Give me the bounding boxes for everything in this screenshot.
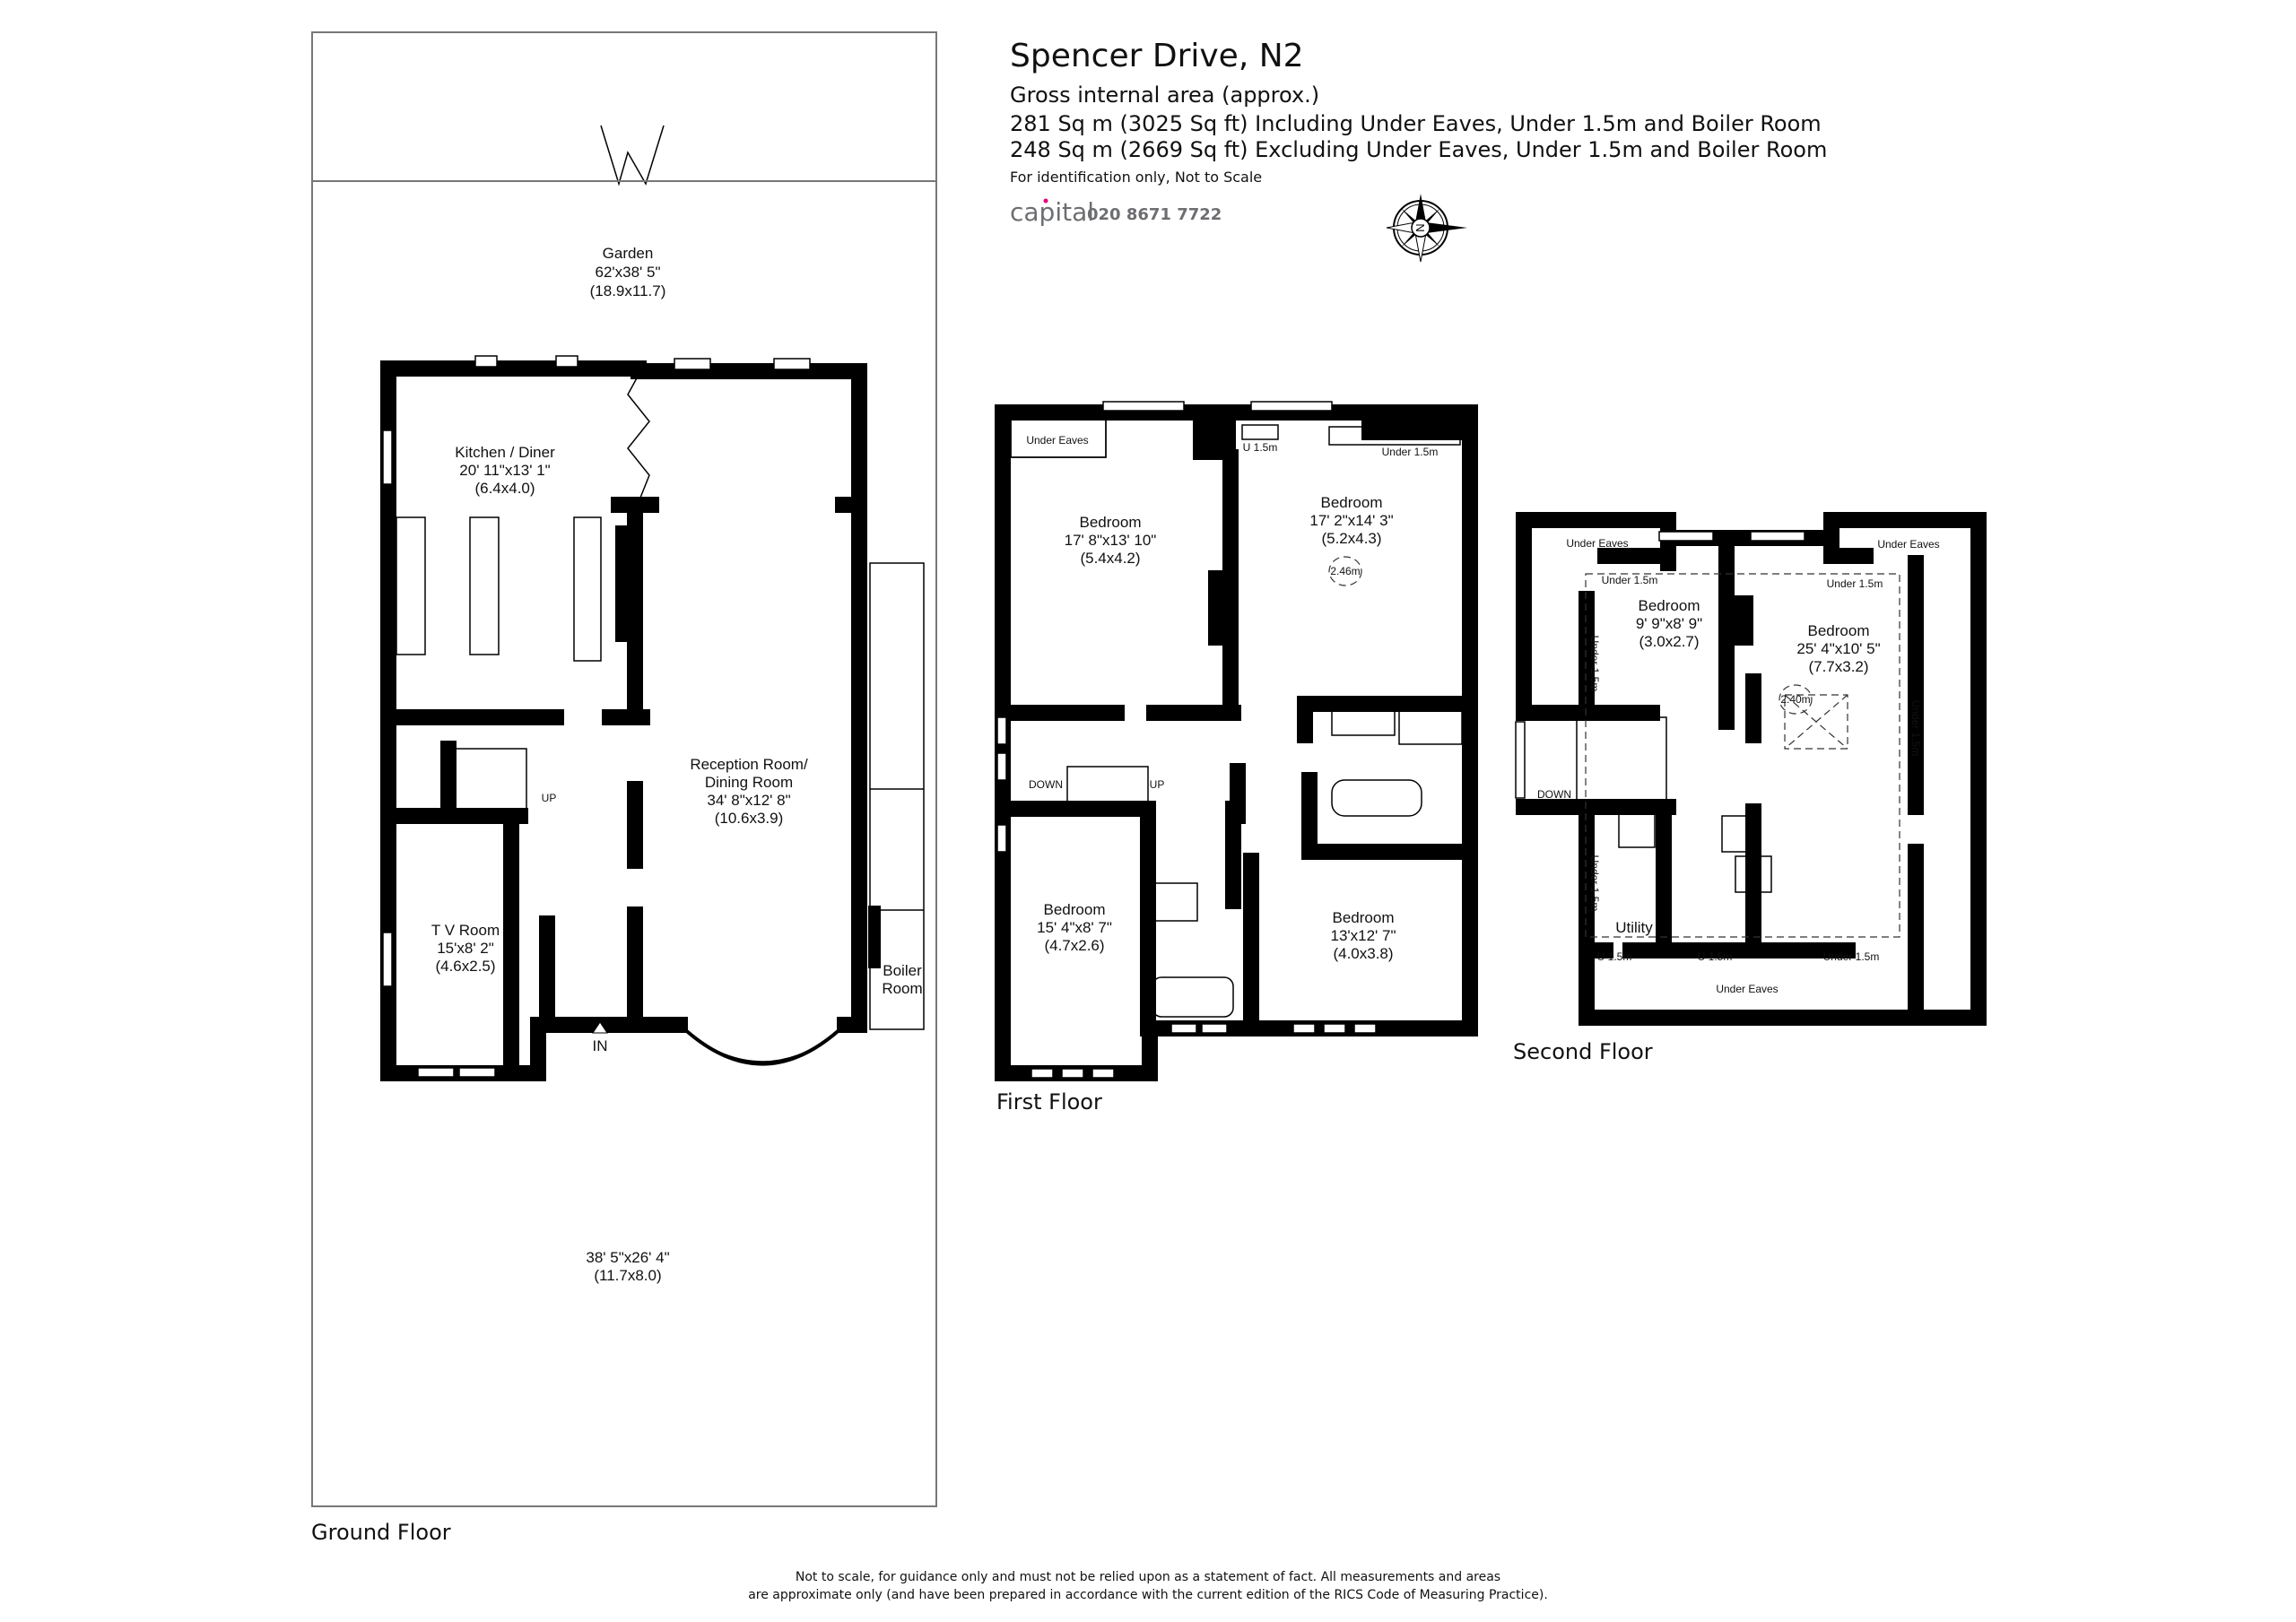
sf-stairs-down: DOWN	[1537, 788, 1571, 801]
garden-imperial: 62'x38' 5"	[595, 264, 660, 281]
ff-bedroom3-metric: (4.7x2.6)	[1044, 937, 1104, 954]
garden-metric: (18.9x11.7)	[590, 282, 666, 299]
entrance-label: IN	[593, 1037, 608, 1054]
stairs-up-label: UP	[542, 792, 557, 804]
kitchen-name: Kitchen / Diner	[455, 444, 555, 461]
plot-boundary	[311, 31, 937, 1507]
logo-accent-dot	[1043, 198, 1048, 204]
second-floor-label: Second Floor	[1513, 1039, 1653, 1064]
area-excluding: 248 Sq m (2669 Sq ft) Excluding Under Ea…	[1010, 137, 1827, 162]
phone-number: 020 8671 7722	[1087, 205, 1222, 224]
sf-utility: Utility	[1615, 919, 1653, 936]
sf-under15-right: Under 1.5m	[1909, 700, 1922, 757]
capital-logo: capital 020 8671 7722	[1010, 197, 1222, 227]
gia-heading: Gross internal area (approx.)	[1010, 82, 1319, 108]
ff-bedroom2-metric: (5.2x4.3)	[1321, 530, 1381, 547]
ff-stairs-down: DOWN	[1029, 778, 1063, 791]
sf-bedroom2-height: 2.40m	[1780, 693, 1810, 706]
sf-bedroom2-name: Bedroom	[1808, 622, 1870, 639]
ground-floor-label: Ground Floor	[311, 1520, 451, 1545]
svg-text:N: N	[1413, 223, 1427, 231]
ff-stairs-up: UP	[1150, 778, 1165, 791]
header: Spencer Drive, N2 Gross internal area (a…	[1010, 38, 1827, 263]
ff-u15: U 1.5m	[1243, 441, 1278, 454]
sf-under15-top-left: Under 1.5m	[1602, 574, 1658, 586]
reception-name-2: Dining Room	[705, 774, 793, 791]
tv-room-imperial: 15'x8' 2"	[437, 940, 494, 957]
boiler-room-name-2: Room	[882, 980, 922, 997]
reception-imperial: 34' 8"x12' 8"	[707, 792, 790, 809]
sf-under15-top-right: Under 1.5m	[1827, 577, 1883, 590]
ground-walls	[380, 355, 925, 1081]
entrance-arrow-icon	[592, 1021, 608, 1034]
ff-bedroom1-name: Bedroom	[1080, 514, 1142, 531]
ff-bedroom2-height: 2.46m	[1330, 565, 1360, 577]
sf-bedroom2-imperial: 25' 4"x10' 5"	[1796, 640, 1880, 657]
sf-under15-bottom: Under 1.5m	[1823, 950, 1880, 963]
disclaimer-line-1: Not to scale, for guidance only and must…	[796, 1570, 1500, 1584]
first-floor-label: First Floor	[996, 1089, 1102, 1115]
ff-bedroom4-imperial: 13'x12' 7"	[1330, 927, 1396, 944]
reception-metric: (10.6x3.9)	[715, 810, 784, 827]
ff-under15: Under 1.5m	[1382, 446, 1439, 458]
sf-under15-left-lower: Under 1.5m	[1588, 855, 1601, 912]
sf-u15-mid: U 1.5m	[1698, 950, 1733, 963]
ground-floor-plan: Garden 62'x38' 5" (18.9x11.7)	[311, 31, 937, 1545]
area-including: 281 Sq m (3025 Sq ft) Including Under Ea…	[1010, 111, 1822, 136]
kitchen-metric: (6.4x4.0)	[474, 480, 535, 497]
tv-room-name: T V Room	[431, 922, 500, 939]
ff-bedroom3-name: Bedroom	[1044, 901, 1106, 918]
second-floor-plan: Under Eaves Under Eaves Under 1.5m Under…	[1513, 512, 1987, 1064]
compass-rose-icon: N	[1386, 194, 1467, 263]
sf-bedroom2-metric: (7.7x3.2)	[1808, 658, 1868, 675]
sf-bedroom1-imperial: 9' 9"x8' 9"	[1636, 615, 1702, 632]
ff-bedroom4-metric: (4.0x3.8)	[1333, 945, 1393, 962]
front-metric: (11.7x8.0)	[594, 1267, 661, 1284]
kitchen-imperial: 20' 11"x13' 1"	[459, 462, 550, 479]
sf-under-eaves-left: Under Eaves	[1566, 537, 1628, 550]
ff-bedroom1-imperial: 17' 8"x13' 10"	[1065, 532, 1157, 549]
reception-name-1: Reception Room/	[690, 756, 808, 773]
ceiling-height-marker	[1779, 684, 1813, 715]
scale-note: For identification only, Not to Scale	[1010, 169, 1262, 186]
break-line	[600, 125, 665, 186]
first-floor-plan: Under Eaves U 1.5m Under 1.5m Bedroom 17…	[995, 401, 1478, 1115]
sf-u15-left: U 1.5m	[1597, 950, 1632, 963]
boiler-room-name-1: Boiler	[883, 962, 922, 979]
tv-room-metric: (4.6x2.5)	[435, 958, 495, 975]
ff-bedroom3-imperial: 15' 4"x8' 7"	[1037, 919, 1112, 936]
first-walls	[995, 401, 1478, 1081]
property-title: Spencer Drive, N2	[1010, 38, 1304, 74]
ff-bedroom4-name: Bedroom	[1333, 909, 1395, 926]
ff-bedroom2-imperial: 17' 2"x14' 3"	[1309, 512, 1393, 529]
garden-name: Garden	[603, 245, 654, 262]
second-walls	[1515, 512, 1987, 1026]
ff-under-eaves: Under Eaves	[1026, 434, 1088, 447]
sf-under-eaves-right: Under Eaves	[1877, 538, 1939, 551]
sf-under-eaves-bottom: Under Eaves	[1716, 983, 1778, 995]
sf-bedroom1-metric: (3.0x2.7)	[1639, 633, 1699, 650]
ceiling-height-marker	[1328, 556, 1362, 586]
sf-under15-left-upper: Under 1.5m	[1588, 636, 1601, 692]
sf-bedroom1-name: Bedroom	[1639, 597, 1700, 614]
ff-bedroom2-name: Bedroom	[1321, 494, 1383, 511]
front-imperial: 38' 5"x26' 4"	[586, 1249, 669, 1266]
logo-text: capital	[1010, 197, 1094, 227]
disclaimer-line-2: are approximate only (and have been prep…	[748, 1588, 1548, 1602]
ff-bedroom1-metric: (5.4x4.2)	[1080, 550, 1140, 567]
